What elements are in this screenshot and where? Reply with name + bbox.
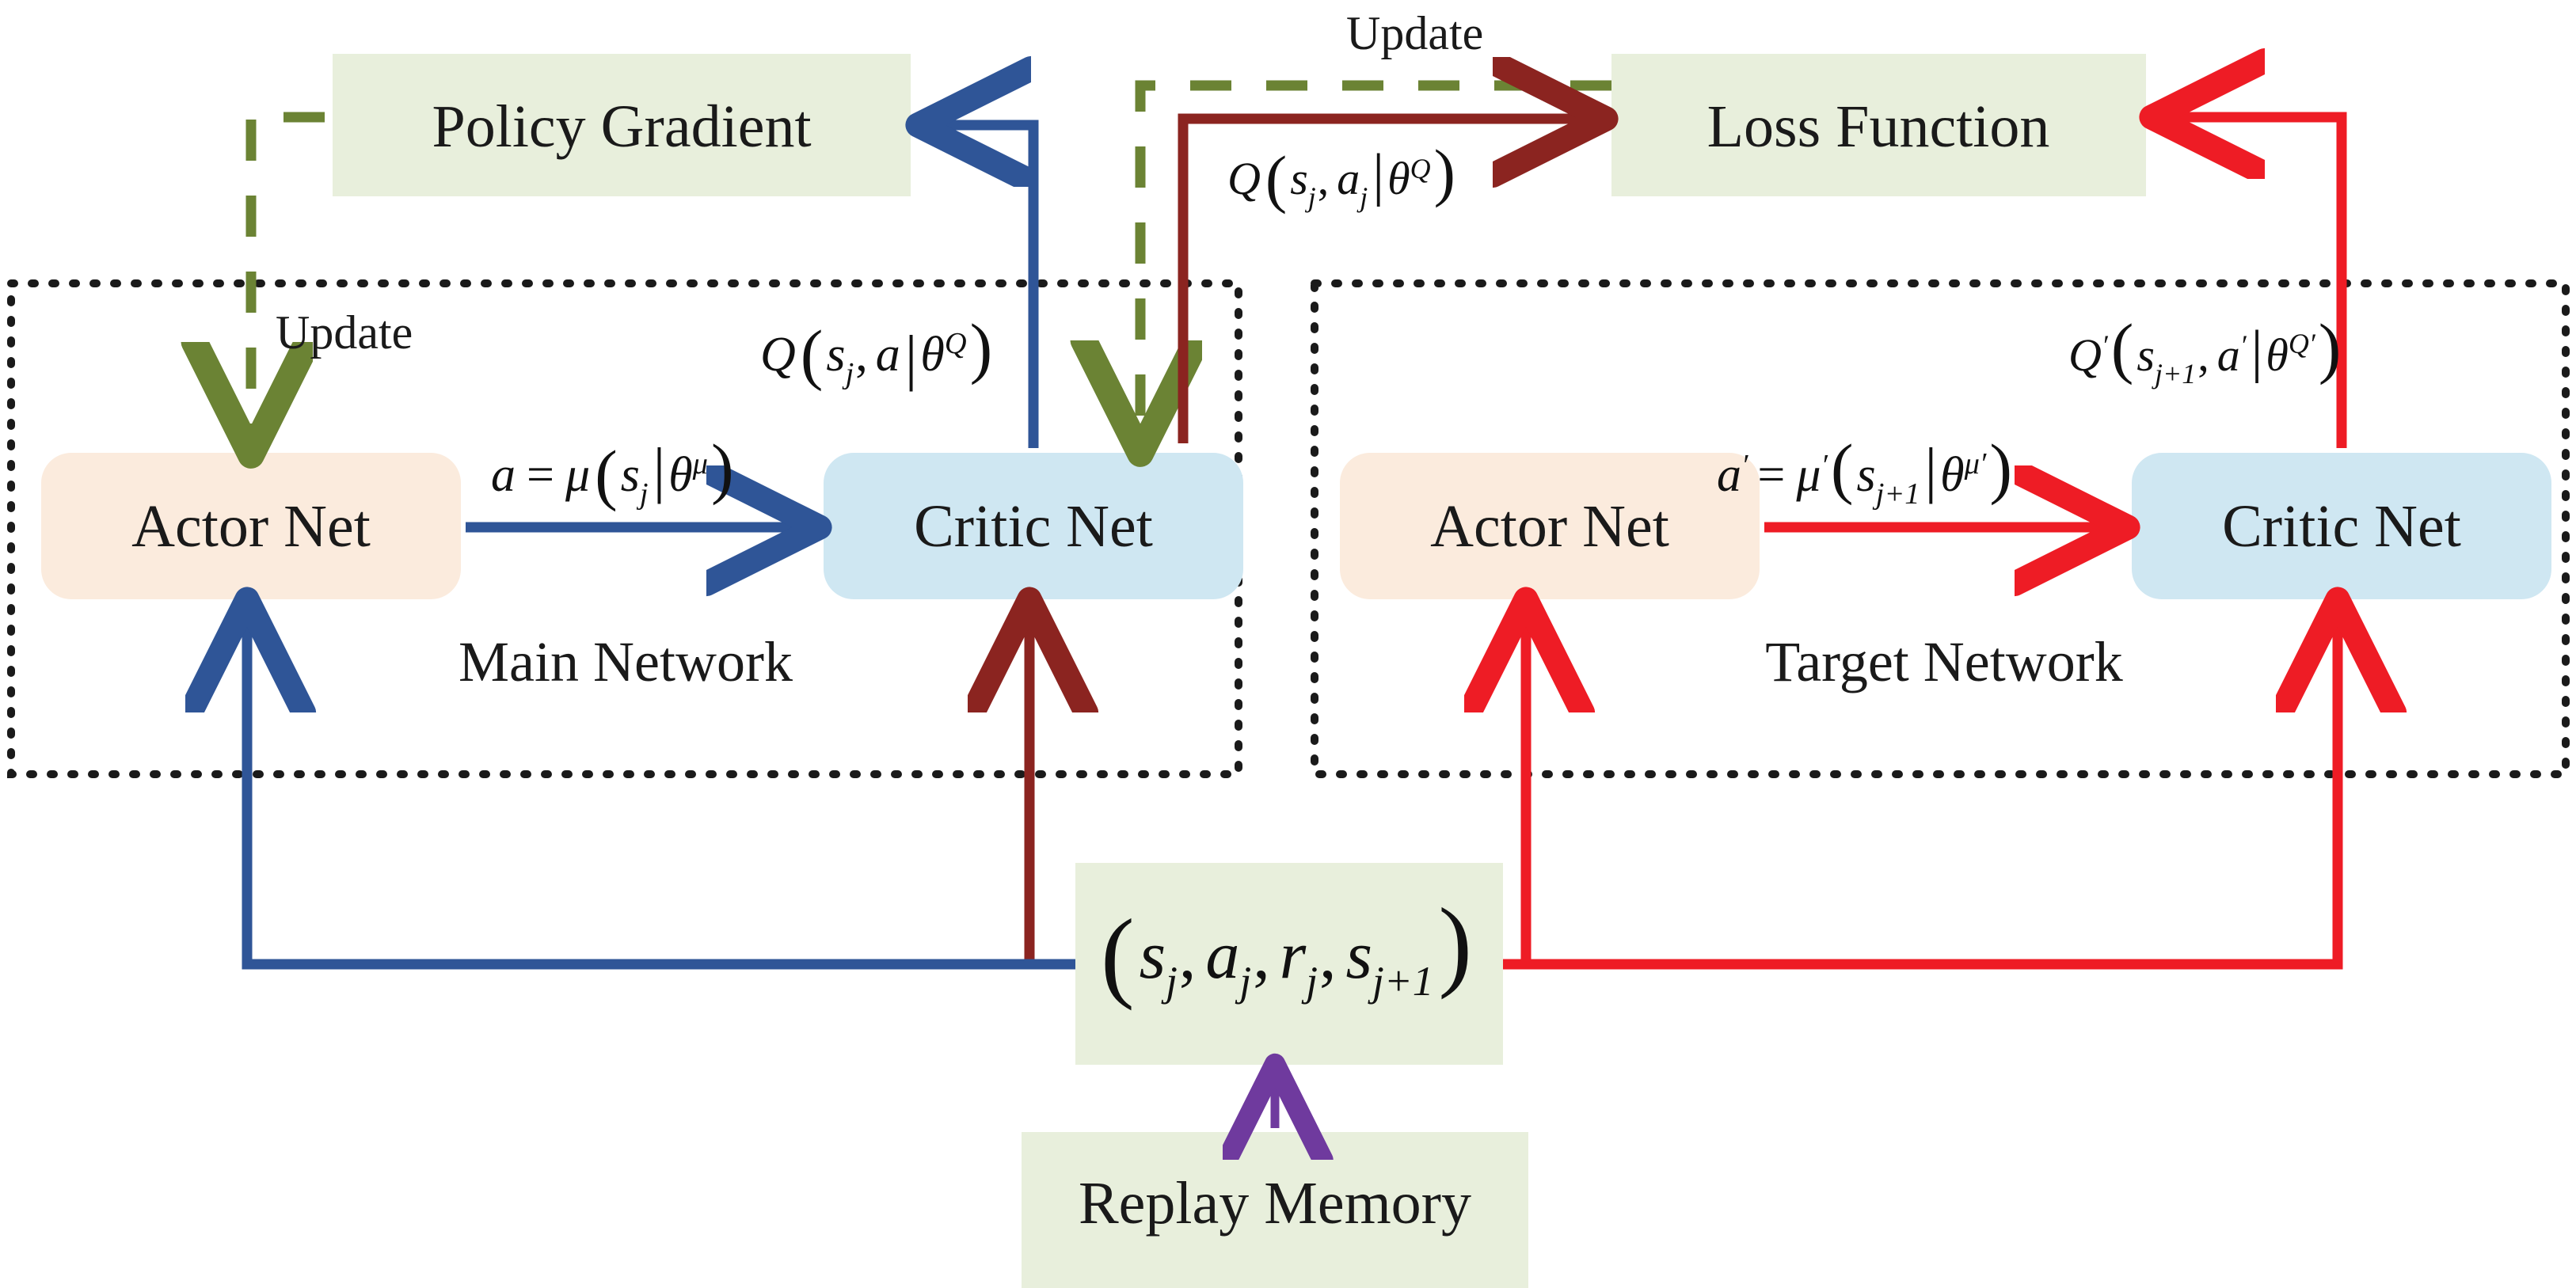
formula-mu-main: a=μ(sj|θμ) — [491, 430, 734, 512]
svg-text:a′=μ′(sj+1|θμ′): a′=μ′(sj+1|θμ′) — [1717, 430, 2012, 511]
edge-loss-function-update-to-critic — [1140, 80, 1611, 443]
formula-transition-tuple: (sj,aj,rj,sj+1) — [1101, 887, 1472, 1011]
main-network-group-border — [7, 279, 1242, 778]
target-actor-net-label: Actor Net — [1430, 493, 1669, 560]
formula-q-target: Q′(sj+1,a′|θQ′) — [2068, 310, 2341, 389]
update-left-label: Update — [276, 306, 413, 359]
target-critic-net-box[interactable] — [2132, 453, 2551, 599]
svg-text:Q(sj,aj|θQ): Q(sj,aj|θQ) — [1227, 136, 1455, 215]
edge-transition-to-main-actor — [247, 610, 1075, 970]
edge-policy-gradient-update-to-actor — [251, 112, 325, 445]
main-actor-net-box[interactable] — [41, 453, 461, 599]
edge-main-critic-to-policy-gradient — [928, 125, 1039, 448]
loss-function-box[interactable] — [1611, 54, 2146, 196]
main-critic-net-label: Critic Net — [914, 493, 1153, 560]
edge-transition-to-main-critic — [1029, 610, 1075, 970]
policy-gradient-box[interactable] — [333, 54, 911, 196]
target-network-group-label: Target Network — [1765, 630, 2122, 693]
target-actor-net-box[interactable] — [1340, 453, 1760, 599]
policy-gradient-label: Policy Gradient — [432, 93, 811, 160]
edge-transition-to-target-critic — [1503, 610, 2338, 970]
edge-target-critic-to-loss-function — [2162, 117, 2347, 448]
edge-main-critic-to-loss-function — [1178, 119, 1596, 443]
target-critic-net-label: Critic Net — [2222, 493, 2461, 560]
svg-text:(sj,aj,rj,sj+1): (sj,aj,rj,sj+1) — [1101, 887, 1472, 1011]
loss-function-label: Loss Function — [1707, 93, 2050, 160]
main-actor-net-label: Actor Net — [131, 493, 371, 560]
formula-q-main-aj: Q(sj,aj|θQ) — [1227, 136, 1455, 215]
replay-memory-label: Replay Memory — [1079, 1170, 1471, 1237]
svg-text:Q(sj,a|θQ): Q(sj,a|θQ) — [760, 310, 992, 392]
formula-q-main-a: Q(sj,a|θQ) — [760, 310, 992, 392]
svg-text:Q′(sj+1,a′|θQ′): Q′(sj+1,a′|θQ′) — [2068, 310, 2341, 389]
target-network-group-border — [1311, 279, 2570, 778]
svg-text:a=μ(sj|θμ): a=μ(sj|θμ) — [491, 430, 734, 512]
update-top-label: Update — [1346, 7, 1483, 59]
formula-mu-target: a′=μ′(sj+1|θμ′) — [1717, 430, 2012, 511]
edge-transition-to-target-actor — [1503, 610, 1526, 970]
transition-tuple-box[interactable] — [1075, 863, 1503, 1065]
main-critic-net-box[interactable] — [824, 453, 1243, 599]
main-network-group-label: Main Network — [459, 630, 793, 693]
